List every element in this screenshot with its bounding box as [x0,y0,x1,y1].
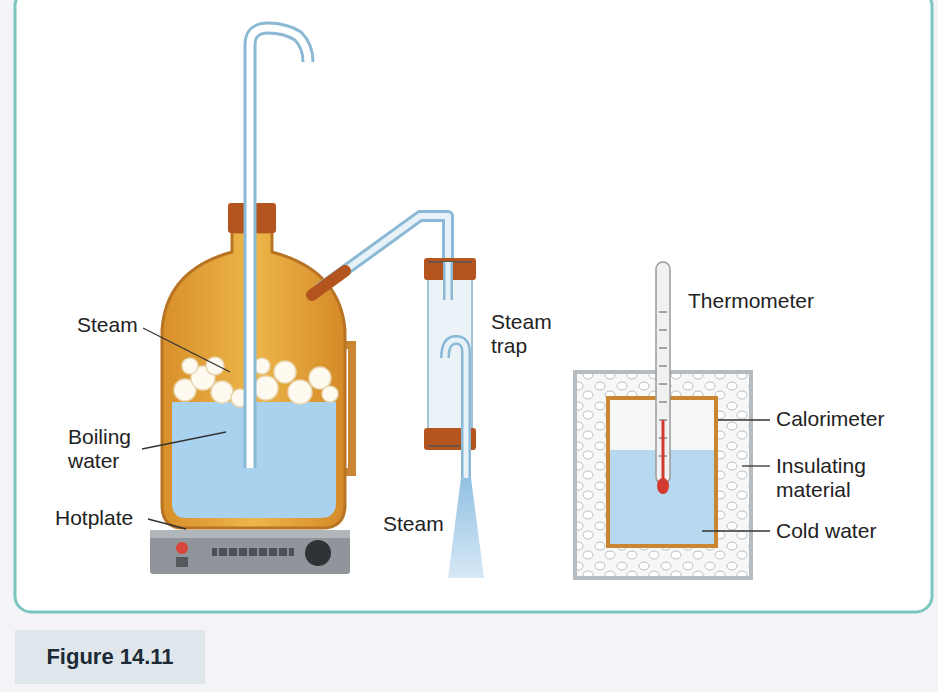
label-text: Thermometer [688,289,814,312]
part-label: Steam [383,512,444,536]
part-label: Cold water [776,519,876,543]
label-text: Steam trap [491,310,552,357]
label-text: Steam [77,313,138,336]
part-label: Boiling water [68,425,160,473]
part-label: Calorimeter [776,407,885,431]
label-text: Calorimeter [776,407,885,430]
part-label: Steam trap [491,310,573,358]
caption-tag: Figure 14.11 [15,630,205,684]
part-label: Steam [77,313,138,337]
figure-caption: Figure 14.11 [46,644,173,670]
label-text: Hotplate [55,506,133,529]
label-text: Boiling water [68,425,131,472]
part-label: Insulating material [776,454,906,502]
part-label: Hotplate [55,506,133,530]
label-text: Cold water [776,519,876,542]
part-label: Thermometer [688,289,814,313]
label-text: Insulating material [776,454,866,501]
label-text: Steam [383,512,444,535]
